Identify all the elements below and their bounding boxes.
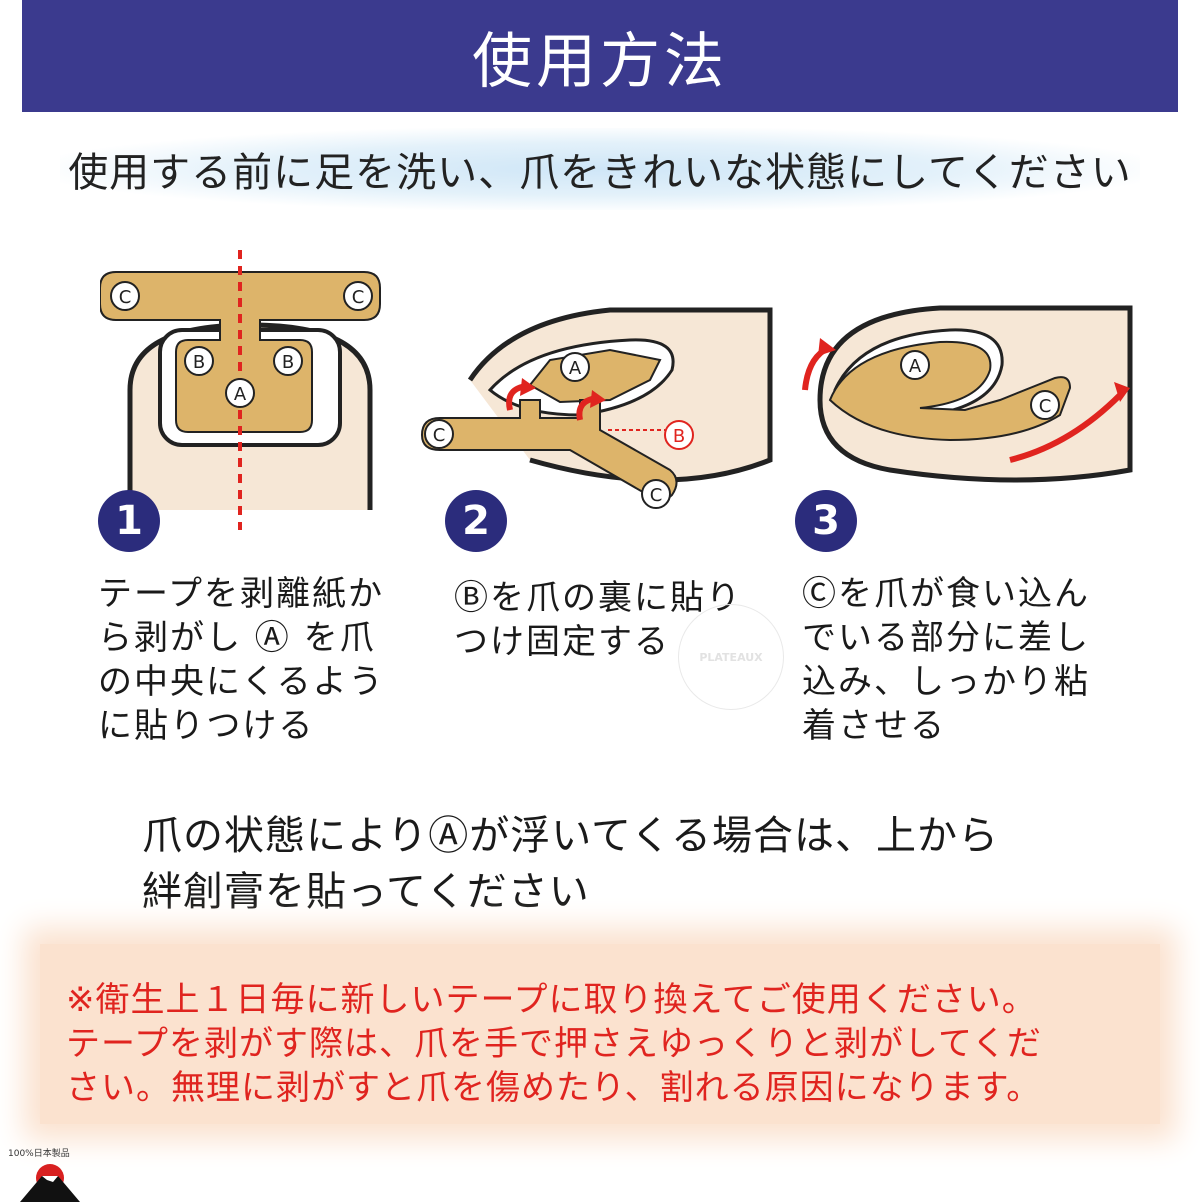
label-a: A (909, 356, 922, 377)
made-in-japan-logo: 100%日本製品 (8, 1146, 88, 1202)
step-3-number: 3 (795, 490, 857, 552)
step-1-text: テープを剥離紙か ら剥がし Ⓐ を爪 の中央にくるよう に貼りつける (98, 574, 385, 746)
step-3-text: Ⓒを爪が食い込ん でいる部分に差し 込み、しっかり粘 着させる (802, 574, 1090, 746)
note-text: 爪の状態によりⒶが浮いてくる場合は、上から 絆創膏を貼ってください (142, 813, 999, 915)
mount-fuji-icon (20, 1164, 80, 1202)
label-a-center: A (234, 384, 247, 405)
step-1-number: 1 (98, 490, 160, 552)
step-1-illustration: C C B B A (100, 250, 381, 530)
label-c-left: C (119, 287, 132, 308)
step-2-text: Ⓑを爪の裏に貼り つけ固定する (454, 578, 742, 662)
step-2-illustration: A C C B (420, 307, 773, 509)
label-c-left: C (433, 425, 446, 446)
label-a: A (569, 358, 582, 379)
warning-text: ※衛生上１日毎に新しいテープに取り換えてご使用ください。 テープを剥がす際は、爪… (66, 980, 1042, 1108)
subtitle-text: 使用する前に足を洗い、爪をきれいな状態にしてください (68, 150, 1132, 196)
label-b-left: B (193, 352, 205, 373)
label-b-right: B (282, 352, 294, 373)
label-b: B (673, 426, 685, 447)
label-c-right: C (352, 287, 365, 308)
warning-box (40, 944, 1160, 1124)
step-2-number: 2 (445, 490, 507, 552)
label-c: C (1039, 396, 1052, 417)
logo-text: 100%日本製品 (8, 1149, 70, 1159)
header-bar: 使用方法 (22, 0, 1178, 112)
step-3-illustration: A C (802, 305, 1133, 483)
watermark-logo: PLATEAUX (678, 604, 784, 710)
label-c-bottom: C (650, 485, 663, 506)
page-title: 使用方法 (472, 26, 728, 97)
subtitle-background (60, 128, 1140, 210)
